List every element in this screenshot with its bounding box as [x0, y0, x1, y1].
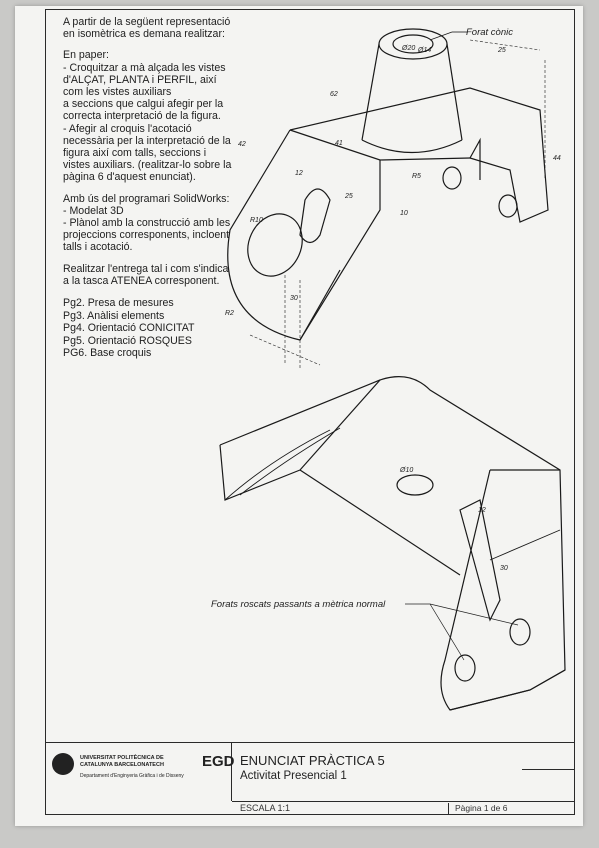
paper-instructions: En paper: - Croquitzar a mà alçada les v…: [63, 49, 233, 183]
software-line: - Plànol amb la construcció amb les proj…: [63, 217, 231, 254]
dimension-label: 44: [553, 155, 561, 162]
callout-leaders: [405, 603, 519, 661]
page-index-item: Pg2. Presa de mesures: [63, 297, 174, 310]
dimension-label: R10: [250, 217, 263, 224]
paper-sheet: [15, 6, 583, 826]
dimension-labels: Ø20 Ø14 25 44 62 42 41 12 25 30 R10 R2 1…: [225, 45, 561, 572]
dimension-label: 10: [400, 210, 408, 217]
dimension-label: Ø14: [417, 47, 431, 54]
software-instructions: Amb ús del programari SolidWorks: - Mode…: [63, 193, 233, 254]
document-title: ENUNCIAT PRÀCTICA 5: [240, 753, 385, 768]
isometric-view-top: [227, 28, 549, 370]
dimension-label: 12: [295, 170, 303, 177]
software-line: Amb ús del programari SolidWorks:: [63, 192, 230, 205]
title-divider: [522, 769, 574, 770]
page-index-item: PG6. Base croquis: [63, 347, 152, 360]
page-index-item: Pg5. Orientació ROSQUES: [63, 334, 192, 347]
drawing-frame: [45, 9, 575, 815]
page-index-item: Pg4. Orientació CONICITAT: [63, 322, 195, 335]
egd-logo-icon: EGD: [202, 753, 235, 770]
paper-line: a seccions que calgui afegir per la corr…: [63, 98, 224, 123]
logo-area: UNIVERSITAT POLITÈCNICA DE CATALUNYA BAR…: [46, 743, 235, 801]
dimension-label: 30: [500, 565, 508, 572]
page-number: Pàgina 1 de 6: [448, 803, 507, 815]
dimension-label: 41: [335, 140, 343, 147]
upc-logo-icon: [52, 753, 74, 775]
software-line: - Modelat 3D: [63, 204, 124, 217]
dimension-label: 42: [238, 141, 246, 148]
scale-label: ESCALA 1:1: [240, 803, 291, 813]
dimension-label: R5: [412, 173, 421, 180]
isometric-view-bottom: [219, 376, 566, 711]
document-subtitle: Activitat Presencial 1: [240, 770, 347, 782]
threaded-holes-callout: Forats roscats passants a mètrica normal: [211, 599, 386, 610]
dimension-label: R2: [225, 310, 234, 317]
dimension-label: Ø20: [401, 45, 415, 52]
scale-row: ESCALA 1:1 Pàgina 1 de 6: [232, 801, 574, 815]
title-block: UNIVERSITAT POLITÈCNICA DE CATALUNYA BAR…: [46, 742, 574, 815]
dimension-label: 25: [344, 193, 353, 200]
delivery-note: Realitzar l'entrega tal i com s'indica a…: [63, 262, 229, 287]
university-name: UNIVERSITAT POLITÈCNICA DE CATALUNYA BAR…: [80, 755, 164, 768]
intro-paragraph: A partir de la següent representació en …: [63, 16, 231, 41]
page-index: Pg2. Presa de mesures Pg3. Anàlisi eleme…: [63, 297, 233, 360]
page-index-item: Pg3. Anàlisi elements: [63, 309, 165, 322]
conical-hole-callout: Forat cònic: [466, 27, 513, 38]
paper-line: - Afegir al croquis l'acotació necessàri…: [63, 122, 232, 184]
dimension-label: 30: [290, 295, 298, 302]
dimension-label: 62: [330, 91, 338, 98]
title-area: ENUNCIAT PRÀCTICA 5 Activitat Presencial…: [232, 743, 574, 801]
paper-line: - Croquitzar a mà alçada les vistes d'AL…: [63, 61, 226, 99]
dimension-label: Ø10: [399, 467, 413, 474]
department-name: Departament d'Enginyeria Gràfica i de Di…: [80, 773, 184, 779]
dimension-label: 25: [497, 47, 506, 54]
paper-line: En paper:: [63, 49, 109, 62]
instructions-text: A partir de la següent representació en …: [63, 16, 233, 360]
